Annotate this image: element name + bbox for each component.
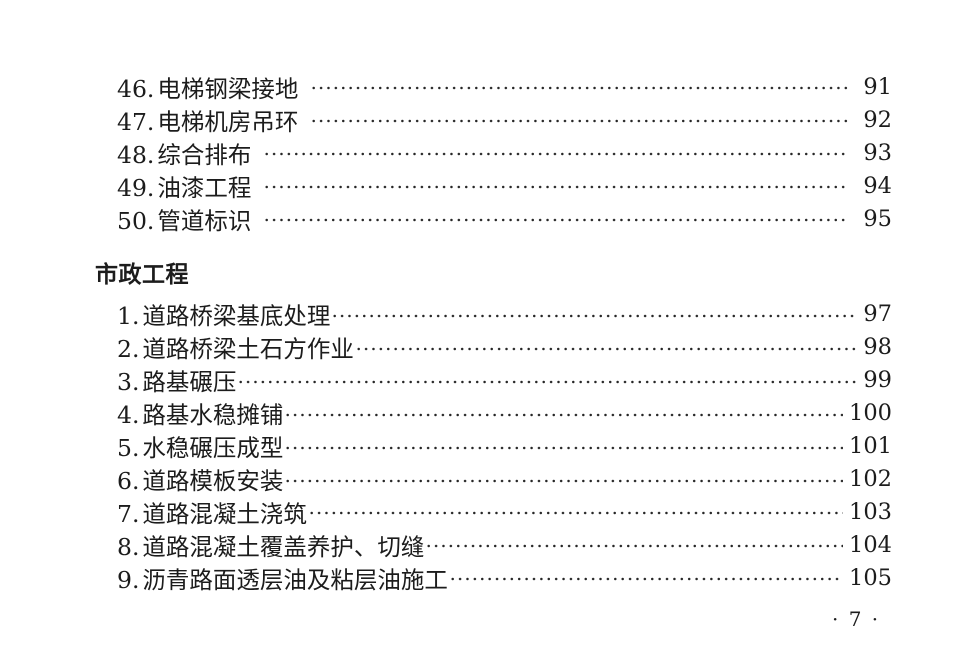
toc-entry-label: 3.路基碾压 — [117, 363, 236, 397]
dot-leader — [307, 495, 844, 529]
toc-entry-page: 104 — [849, 531, 892, 558]
toc-entry-label: 46.电梯钢梁接地 — [117, 70, 298, 104]
toc-entry[interactable]: 49.油漆工程 94 — [117, 169, 892, 202]
toc-entry-title: 水稳碾压成型 — [142, 434, 284, 463]
toc-entry-label: 47.电梯机房吊环 — [117, 103, 298, 137]
toc-entry-title: 道路模板安装 — [142, 466, 284, 495]
toc-entry-page: 97 — [863, 301, 892, 328]
toc-entry-title: 电梯机房吊环 — [157, 107, 299, 136]
toc-entry-label: 6.道路模板安装 — [117, 462, 283, 496]
toc-entry[interactable]: 3.路基碾压 99 — [117, 363, 892, 397]
toc-entry-title: 电梯钢梁接地 — [157, 74, 299, 103]
toc-entry-page: 99 — [863, 367, 892, 394]
toc-entry-title: 沥青路面透层油及粘层油施工 — [142, 565, 448, 594]
toc-entry-number: 6. — [117, 466, 140, 495]
toc-entry[interactable]: 47.电梯机房吊环 92 — [117, 103, 892, 136]
toc-entry[interactable]: 48.综合排布 93 — [117, 136, 892, 169]
toc-entry[interactable]: 6.道路模板安装 102 — [117, 462, 892, 496]
toc-entry[interactable]: 5.水稳碾压成型 101 — [117, 429, 892, 463]
toc-entry-title: 综合排布 — [157, 140, 252, 169]
toc-entry-number: 4. — [117, 401, 140, 430]
toc-entry-label: 48.综合排布 — [117, 136, 251, 170]
section-heading: 市政工程 — [95, 262, 189, 288]
toc-entry[interactable]: 9.沥青路面透层油及粘层油施工 105 — [117, 561, 892, 595]
toc-entry-number: 48. — [117, 140, 155, 169]
toc-entry-page: 105 — [849, 564, 892, 591]
toc-entry-label: 9.沥青路面透层油及粘层油施工 — [117, 561, 448, 595]
toc-entry-label: 1.道路桥梁基底处理 — [117, 297, 330, 331]
dot-leader — [425, 528, 844, 562]
toc-entry-number: 1. — [117, 302, 140, 331]
toc-municipal-group: 1.道路桥梁基底处理 97 2.道路桥梁土石方作业 98 3.路基碾压 99 4… — [117, 297, 892, 595]
toc-entry-number: 5. — [117, 434, 140, 463]
toc-entry-page: 92 — [863, 106, 892, 133]
toc-entry[interactable]: 4.路基水稳摊铺 100 — [117, 396, 892, 430]
toc-entry-page: 95 — [863, 205, 892, 232]
dot-leader — [237, 363, 858, 397]
toc-entry[interactable]: 1.道路桥梁基底处理 97 — [117, 297, 892, 331]
dot-leader — [331, 297, 858, 331]
dot-leader — [284, 429, 844, 463]
toc-entry-number: 7. — [117, 499, 140, 528]
toc-entry-label: 8.道路混凝土覆盖养护、切缝 — [117, 528, 424, 562]
toc-entry-label: 4.路基水稳摊铺 — [117, 396, 283, 430]
toc-entry-page: 93 — [863, 139, 892, 166]
toc-entry[interactable]: 8.道路混凝土覆盖养护、切缝 104 — [117, 528, 892, 562]
toc-entry-page: 101 — [849, 433, 892, 459]
toc-entry-page: 102 — [849, 465, 892, 492]
dot-leader — [263, 136, 850, 169]
dot-leader — [310, 103, 850, 136]
toc-entry-label: 49.油漆工程 — [117, 169, 251, 203]
toc-entry-number: 49. — [117, 173, 155, 202]
toc-entry[interactable]: 2.道路桥梁土石方作业 98 — [117, 330, 892, 364]
dot-leader — [284, 396, 844, 430]
dot-leader — [448, 561, 844, 595]
toc-entry-title: 道路桥梁基底处理 — [142, 302, 331, 331]
toc-building-group: 46.电梯钢梁接地 91 47.电梯机房吊环 92 48.综合排布 93 49.… — [117, 70, 892, 235]
dot-leader — [284, 462, 844, 496]
dot-leader — [310, 70, 850, 103]
toc-entry-page: 94 — [863, 172, 892, 199]
toc-entry-number: 9. — [117, 565, 140, 594]
toc-entry-title: 路基水稳摊铺 — [142, 401, 284, 430]
toc-entry[interactable]: 50.管道标识 95 — [117, 202, 892, 235]
toc-entry-number: 2. — [117, 335, 140, 364]
toc-entry-number: 8. — [117, 532, 140, 561]
toc-entry-number: 3. — [117, 368, 140, 397]
dot-leader — [354, 330, 858, 364]
page-number: · 7 · — [832, 607, 881, 631]
toc-entry-number: 46. — [117, 74, 155, 103]
dot-leader — [263, 202, 850, 235]
toc-entry-number: 47. — [117, 107, 155, 136]
toc-entry-label: 5.水稳碾压成型 — [117, 429, 283, 463]
toc-entry-page: 98 — [863, 334, 892, 361]
toc-entry-title: 路基碾压 — [142, 368, 237, 397]
toc-entry-title: 道路混凝土浇筑 — [142, 499, 307, 528]
toc-entry-title: 油漆工程 — [157, 173, 252, 202]
toc-entry-label: 2.道路桥梁土石方作业 — [117, 330, 354, 364]
toc-entry-title: 道路桥梁土石方作业 — [142, 335, 354, 364]
toc-entry-title: 管道标识 — [157, 206, 252, 235]
toc-entry-title: 道路混凝土覆盖养护、切缝 — [142, 532, 425, 561]
toc-entry[interactable]: 46.电梯钢梁接地 91 — [117, 70, 892, 103]
toc-entry-page: 103 — [849, 498, 892, 525]
toc-entry[interactable]: 7.道路混凝土浇筑 103 — [117, 495, 892, 529]
dot-leader — [263, 169, 850, 202]
toc-entry-page: 100 — [849, 400, 892, 427]
toc-entry-label: 7.道路混凝土浇筑 — [117, 495, 307, 529]
toc-entry-label: 50.管道标识 — [117, 202, 251, 236]
toc-entry-page: 91 — [863, 73, 892, 100]
toc-entry-number: 50. — [117, 206, 155, 235]
